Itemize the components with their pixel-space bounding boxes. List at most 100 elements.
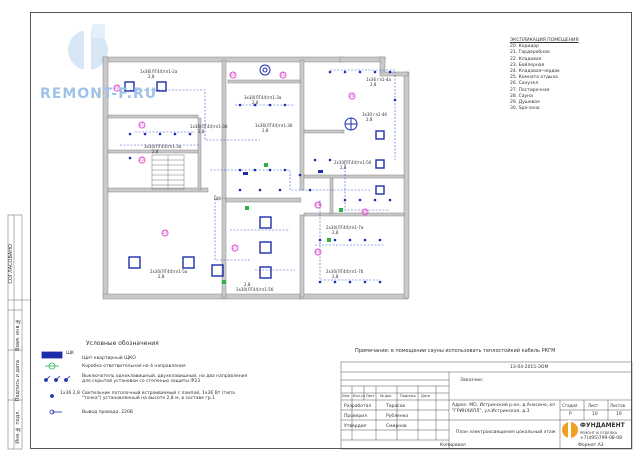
stage-header: Стадия bbox=[562, 403, 578, 408]
sauna-note: Примечание: в помещении сауны использова… bbox=[355, 348, 556, 354]
stage-value: 19 bbox=[616, 412, 622, 417]
fixture-label: 2х30(ЛГ44)гл1-5а bbox=[150, 269, 188, 274]
legend-item: Коробка ответвительная на 4 направления bbox=[82, 364, 186, 369]
explication-room: 30. Spa-зона bbox=[510, 106, 540, 112]
explication-room: 23. Бойлерная bbox=[510, 62, 545, 68]
fixture-label: 2х30(ЛГ44)гл1-7б bbox=[326, 269, 364, 274]
fixture-label: 1х36(ЛГ44)гл1-3б bbox=[190, 124, 228, 129]
format-label: Формат А3 bbox=[578, 443, 604, 448]
stage-value: 10 bbox=[592, 412, 598, 417]
explication-room: 29. Душевая bbox=[510, 100, 540, 106]
person: Рубленко bbox=[386, 414, 409, 419]
panel-boxes bbox=[243, 170, 323, 175]
drawing-code: 13-04-2015-ЭОМ bbox=[510, 365, 549, 370]
legend-item: Светильник потолочный встраиваемый с лам… bbox=[82, 391, 235, 401]
wiring bbox=[120, 69, 396, 281]
room-number: 28 bbox=[315, 202, 321, 207]
role: Утвердил bbox=[344, 424, 367, 429]
company-logo-icon bbox=[562, 420, 578, 440]
watermark-brand: REMONT-F.RU bbox=[40, 86, 158, 102]
explication-room: 21. Гардеробная bbox=[510, 50, 550, 56]
fixture-height: 2,8 bbox=[148, 74, 155, 79]
legend-key: ЩК bbox=[66, 351, 75, 356]
legend-item: Выключатель одноклавишный, двухклавишный… bbox=[82, 374, 248, 384]
tb-header: Изм. bbox=[342, 394, 351, 398]
fixture-height: 2,8 bbox=[370, 82, 377, 87]
fixture-label: 2х30(ЛГ44)гл1-5б bbox=[334, 160, 372, 165]
panel-label: ЩК bbox=[214, 196, 222, 201]
fixture-height: 2,8 bbox=[332, 274, 339, 279]
tb-header: Дата bbox=[421, 394, 431, 398]
side-label: Подпись и дата bbox=[15, 360, 21, 402]
legend-symbols bbox=[41, 351, 71, 415]
fixture-height: 2,8 bbox=[340, 165, 347, 170]
role: Разработал bbox=[344, 404, 372, 409]
room-explication: ЭКСПЛИКАЦИЯ ПОМЕЩЕНИЯ 20. Коридор 21. Га… bbox=[510, 38, 620, 112]
room-tags bbox=[113, 71, 369, 256]
room-number: 27 bbox=[232, 245, 238, 250]
side-label: Инв.№ подл. bbox=[15, 410, 21, 444]
stage-value: Р bbox=[569, 412, 572, 417]
side-label: Взам. инв.№ bbox=[15, 318, 21, 352]
stage-header: Лист bbox=[588, 403, 599, 408]
fixture-height: 2,8 bbox=[158, 274, 165, 279]
room-number: 26 bbox=[349, 93, 355, 98]
customer-label: Заказчик: bbox=[460, 378, 484, 383]
explication-room: 26. Санузел bbox=[510, 81, 539, 87]
tb-header: № док. bbox=[380, 394, 393, 398]
explication-title: ЭКСПЛИКАЦИЯ ПОМЕЩЕНИЯ bbox=[510, 38, 579, 43]
round-fixtures bbox=[259, 64, 358, 131]
fixture-label: 1х36 гл1-4а bbox=[366, 77, 391, 82]
tb-header: Лист bbox=[366, 394, 375, 398]
side-label: СОГЛАСОВАНО bbox=[8, 244, 14, 284]
fixture-label: 1х36(ЛГ44)гл1-2а bbox=[140, 69, 178, 74]
person: Смирнов bbox=[386, 424, 407, 429]
fixture-height: 2,8 bbox=[366, 117, 373, 122]
fixture-height: 2,8 bbox=[152, 149, 159, 154]
fixture-height: 2,8 bbox=[262, 128, 269, 133]
junction-boxes bbox=[222, 163, 343, 284]
fixture-label: 3х30 гл1-4б bbox=[362, 112, 387, 117]
room-number: 20 bbox=[114, 85, 120, 90]
fixture-label: 3х30(ЛГ44)гл1-3а bbox=[244, 95, 282, 100]
fixture-height: 2,8 bbox=[198, 129, 205, 134]
explication-room: 22. Кладовая bbox=[510, 56, 542, 62]
company-sub: РЕМОНТ И ОТДЕЛКА bbox=[580, 431, 618, 435]
fixture-height: 2,8 bbox=[244, 282, 251, 287]
fixture-height: 2,8 bbox=[332, 230, 339, 235]
plan-walls bbox=[102, 56, 410, 300]
company-name: ФУНДАМЕНТ bbox=[580, 422, 625, 429]
room-number: 21 bbox=[139, 122, 145, 127]
staircase bbox=[151, 154, 185, 190]
stage-header: Листов bbox=[610, 403, 625, 408]
legend-item: Вывод провода, 220В bbox=[82, 410, 133, 415]
point-lights bbox=[128, 70, 397, 284]
fixture-height: 2,8 bbox=[252, 100, 259, 105]
tb-header: Кол.уч bbox=[353, 394, 366, 398]
room-number: 24 bbox=[230, 72, 236, 77]
role: Проверил bbox=[344, 414, 368, 419]
address: Адрес: МО, Истринский р-он, д.Аносино, к… bbox=[452, 403, 556, 414]
room-number: 22 bbox=[139, 157, 145, 162]
tb-header: Подпись bbox=[400, 394, 416, 398]
logo-icon bbox=[68, 24, 108, 76]
fixture-label: 2х30(ЛГ44)гл1-5б bbox=[236, 287, 274, 292]
copied-label: Копировал bbox=[440, 443, 466, 448]
legend-title: Условные обозначения bbox=[86, 340, 159, 347]
legend-key: 1х36 2,8 bbox=[60, 391, 80, 396]
person: Тарасов bbox=[386, 404, 405, 409]
room-number: 25 bbox=[280, 72, 286, 77]
room-number: 30 bbox=[362, 209, 368, 214]
explication-room: 25. Комната отдыха bbox=[510, 75, 558, 81]
fixture-label: 3х30(ЛГ44)гл1-3а bbox=[144, 144, 182, 149]
sheet-frame bbox=[30, 12, 632, 449]
sheet-title: План электроосвещения цокольный этаж bbox=[456, 430, 556, 435]
explication-room: 24. Кладовая-чердак bbox=[510, 69, 560, 75]
explication-room: 20. Коридор bbox=[510, 44, 540, 50]
company-phone: +7(495)799-08-08 bbox=[580, 436, 623, 441]
room-number: 29 bbox=[315, 249, 321, 254]
fixture-label: 2х30(ЛГ44)гл1-7а bbox=[326, 225, 364, 230]
legend-item: Щит квартирный ЩКО bbox=[82, 356, 136, 361]
